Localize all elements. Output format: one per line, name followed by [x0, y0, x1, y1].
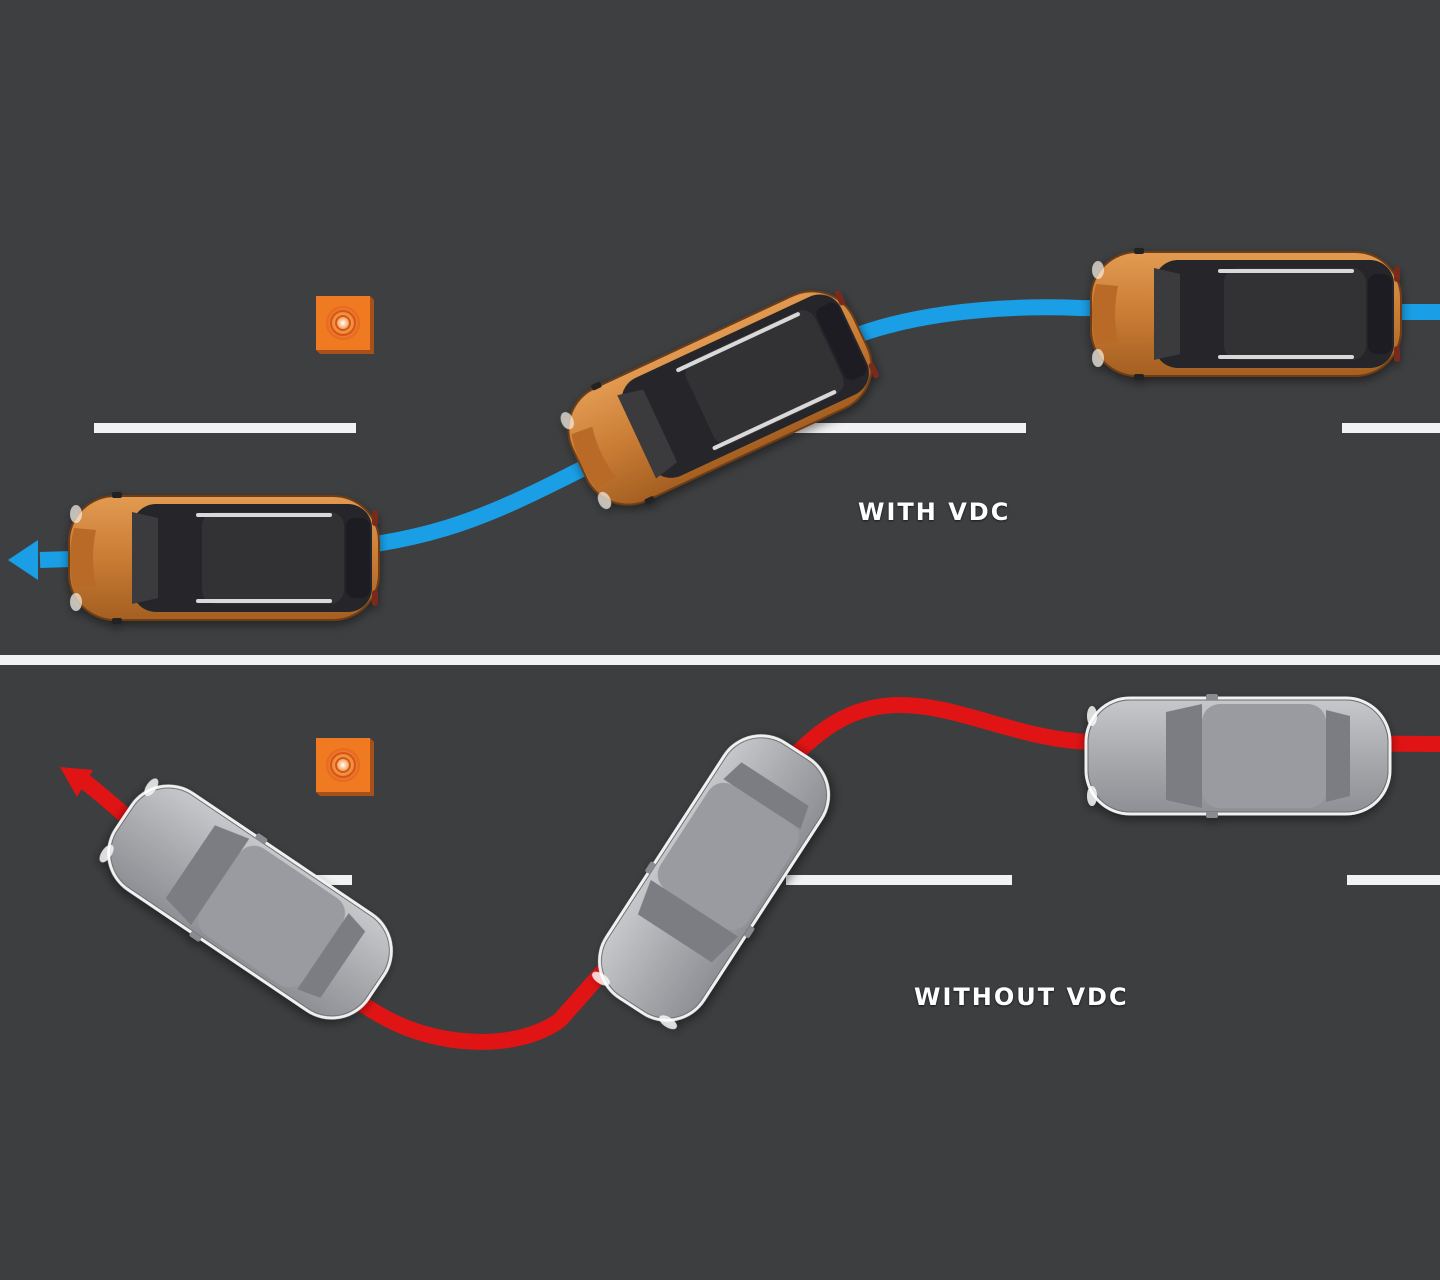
lane-markings: [0, 423, 1440, 885]
without-vdc-label: WITHOUT VDC: [914, 983, 1129, 1011]
lane-dash: [1347, 875, 1440, 885]
lane-dash: [94, 423, 356, 433]
with-vdc-label: WITH VDC: [858, 498, 1011, 526]
center-line: [0, 655, 1440, 665]
car-with-vdc: [1090, 247, 1402, 381]
traffic-cone-icon: [315, 737, 375, 797]
arrow-left-icon: [8, 540, 38, 580]
lane-dash: [786, 875, 1012, 885]
car-without-vdc: [1084, 692, 1392, 820]
arrow-up-left-icon: [60, 767, 93, 797]
traffic-cone-icon: [315, 295, 375, 355]
lane-dash: [312, 875, 352, 885]
lane-dash: [1342, 423, 1440, 433]
lane-dash: [790, 423, 1026, 433]
car-with-vdc: [68, 491, 380, 625]
